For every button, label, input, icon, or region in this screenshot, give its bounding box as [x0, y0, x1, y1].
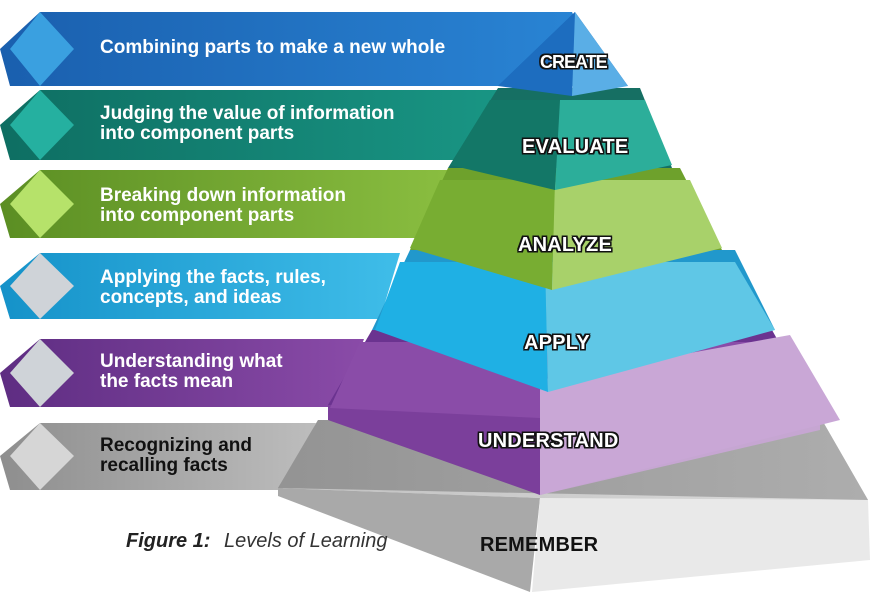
description-understand: Understanding what the facts mean [100, 352, 283, 392]
tier-create [498, 12, 628, 96]
description-create: Combining parts to make a new whole [100, 38, 445, 58]
description-apply-line-1: Applying the facts, rules, [100, 267, 326, 288]
banner-create [0, 12, 608, 86]
description-understand-line-1: Understanding what [100, 351, 283, 372]
tier-evaluate [448, 88, 672, 190]
figure-caption: Figure 1: Levels of Learning [126, 530, 387, 553]
level-label-remember: REMEMBER [480, 534, 599, 556]
description-create-line-1: Combining parts to make a new whole [100, 37, 446, 58]
figure-caption-text: Levels of Learning [224, 530, 388, 552]
banner-understand [0, 339, 364, 407]
description-remember: Recognizing and recalling facts [100, 436, 252, 476]
banner-remember [0, 423, 316, 490]
level-label-create: CREATE [540, 52, 608, 72]
description-analyze-line-2: into component parts [100, 205, 295, 226]
level-label-analyze: ANALYZE [518, 234, 613, 256]
level-label-apply: APPLY [524, 332, 590, 354]
description-remember-line-2: recalling facts [100, 455, 228, 476]
level-label-evaluate: EVALUATE [522, 136, 629, 158]
banner-evaluate [0, 90, 560, 160]
description-remember-line-1: Recognizing and [100, 435, 252, 456]
description-evaluate: Judging the value of information into co… [100, 104, 395, 144]
level-label-understand: UNDERSTAND [478, 430, 619, 452]
figure-caption-label: Figure 1: [126, 530, 211, 552]
description-apply-line-2: concepts, and ideas [100, 287, 282, 308]
banner-apply [0, 253, 400, 319]
description-analyze: Breaking down information into component… [100, 186, 346, 226]
description-apply: Applying the facts, rules, concepts, and… [100, 268, 326, 308]
tier-analyze [410, 168, 722, 290]
tier-apply [372, 250, 775, 392]
banner-analyze [0, 170, 480, 238]
description-evaluate-line-1: Judging the value of information [100, 103, 395, 124]
description-analyze-line-1: Breaking down information [100, 185, 346, 206]
description-evaluate-line-2: into component parts [100, 123, 295, 144]
description-understand-line-2: the facts mean [100, 371, 234, 392]
